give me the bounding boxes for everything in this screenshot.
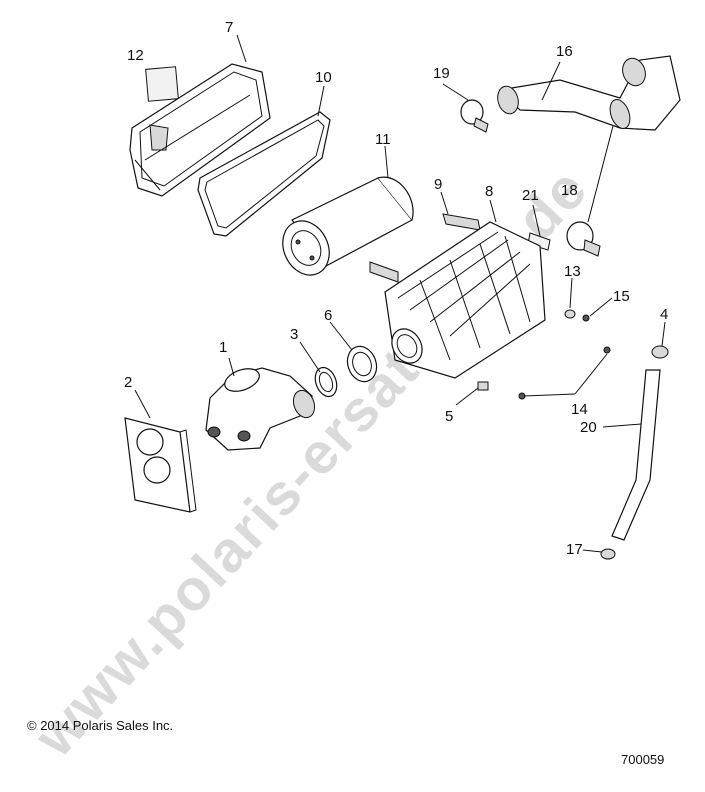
- part-5-fitting: [477, 381, 489, 391]
- part-15-screw: [582, 314, 590, 322]
- callout-2: 2: [124, 374, 133, 391]
- part-11-air-filter: [282, 176, 414, 276]
- part-9-clip-upper: [442, 213, 481, 231]
- callout-11: 11: [375, 131, 391, 148]
- callout-17: 17: [566, 541, 583, 558]
- part-10-gasket: [197, 111, 331, 237]
- callout-6: 6: [324, 307, 333, 324]
- part-4-clamp: [651, 345, 669, 359]
- callout-18: 18: [561, 182, 578, 199]
- part-9-clip-lower: [369, 261, 399, 283]
- copyright-text: © 2014 Polaris Sales Inc.: [27, 718, 174, 733]
- callout-9: 9: [434, 176, 443, 193]
- callout-1: 1: [219, 339, 228, 356]
- callout-3: 3: [290, 326, 299, 343]
- part-13-grommet: [564, 309, 576, 319]
- part-16-outlet-duct: [497, 55, 681, 131]
- callout-7: 7: [225, 19, 234, 36]
- callout-12: 12: [127, 47, 144, 64]
- callout-15: 15: [613, 288, 630, 305]
- callout-5: 5: [445, 408, 454, 425]
- part-12-label: [145, 66, 179, 102]
- part-14-screw-upper: [603, 346, 611, 354]
- part-7-airbox-cover: [129, 63, 271, 197]
- part-2-plate: [124, 417, 197, 513]
- callout-16: 16: [556, 43, 573, 60]
- leader-lines: [134, 34, 666, 553]
- part-20-drain-tube: [611, 369, 661, 541]
- part-1-intake-duct: [205, 367, 316, 451]
- part-19-clamp: [460, 99, 484, 125]
- diagram-number: 700059: [621, 752, 665, 767]
- callout-10: 10: [315, 69, 332, 86]
- part-8-airbox-body: [384, 221, 546, 379]
- callout-20: 20: [580, 419, 597, 436]
- callout-13: 13: [564, 263, 581, 280]
- callout-21: 21: [522, 187, 539, 204]
- callout-19: 19: [433, 65, 450, 82]
- callout-14: 14: [571, 401, 588, 418]
- callout-8: 8: [485, 183, 494, 200]
- callout-4: 4: [660, 306, 669, 323]
- part-17-cap: [600, 548, 616, 560]
